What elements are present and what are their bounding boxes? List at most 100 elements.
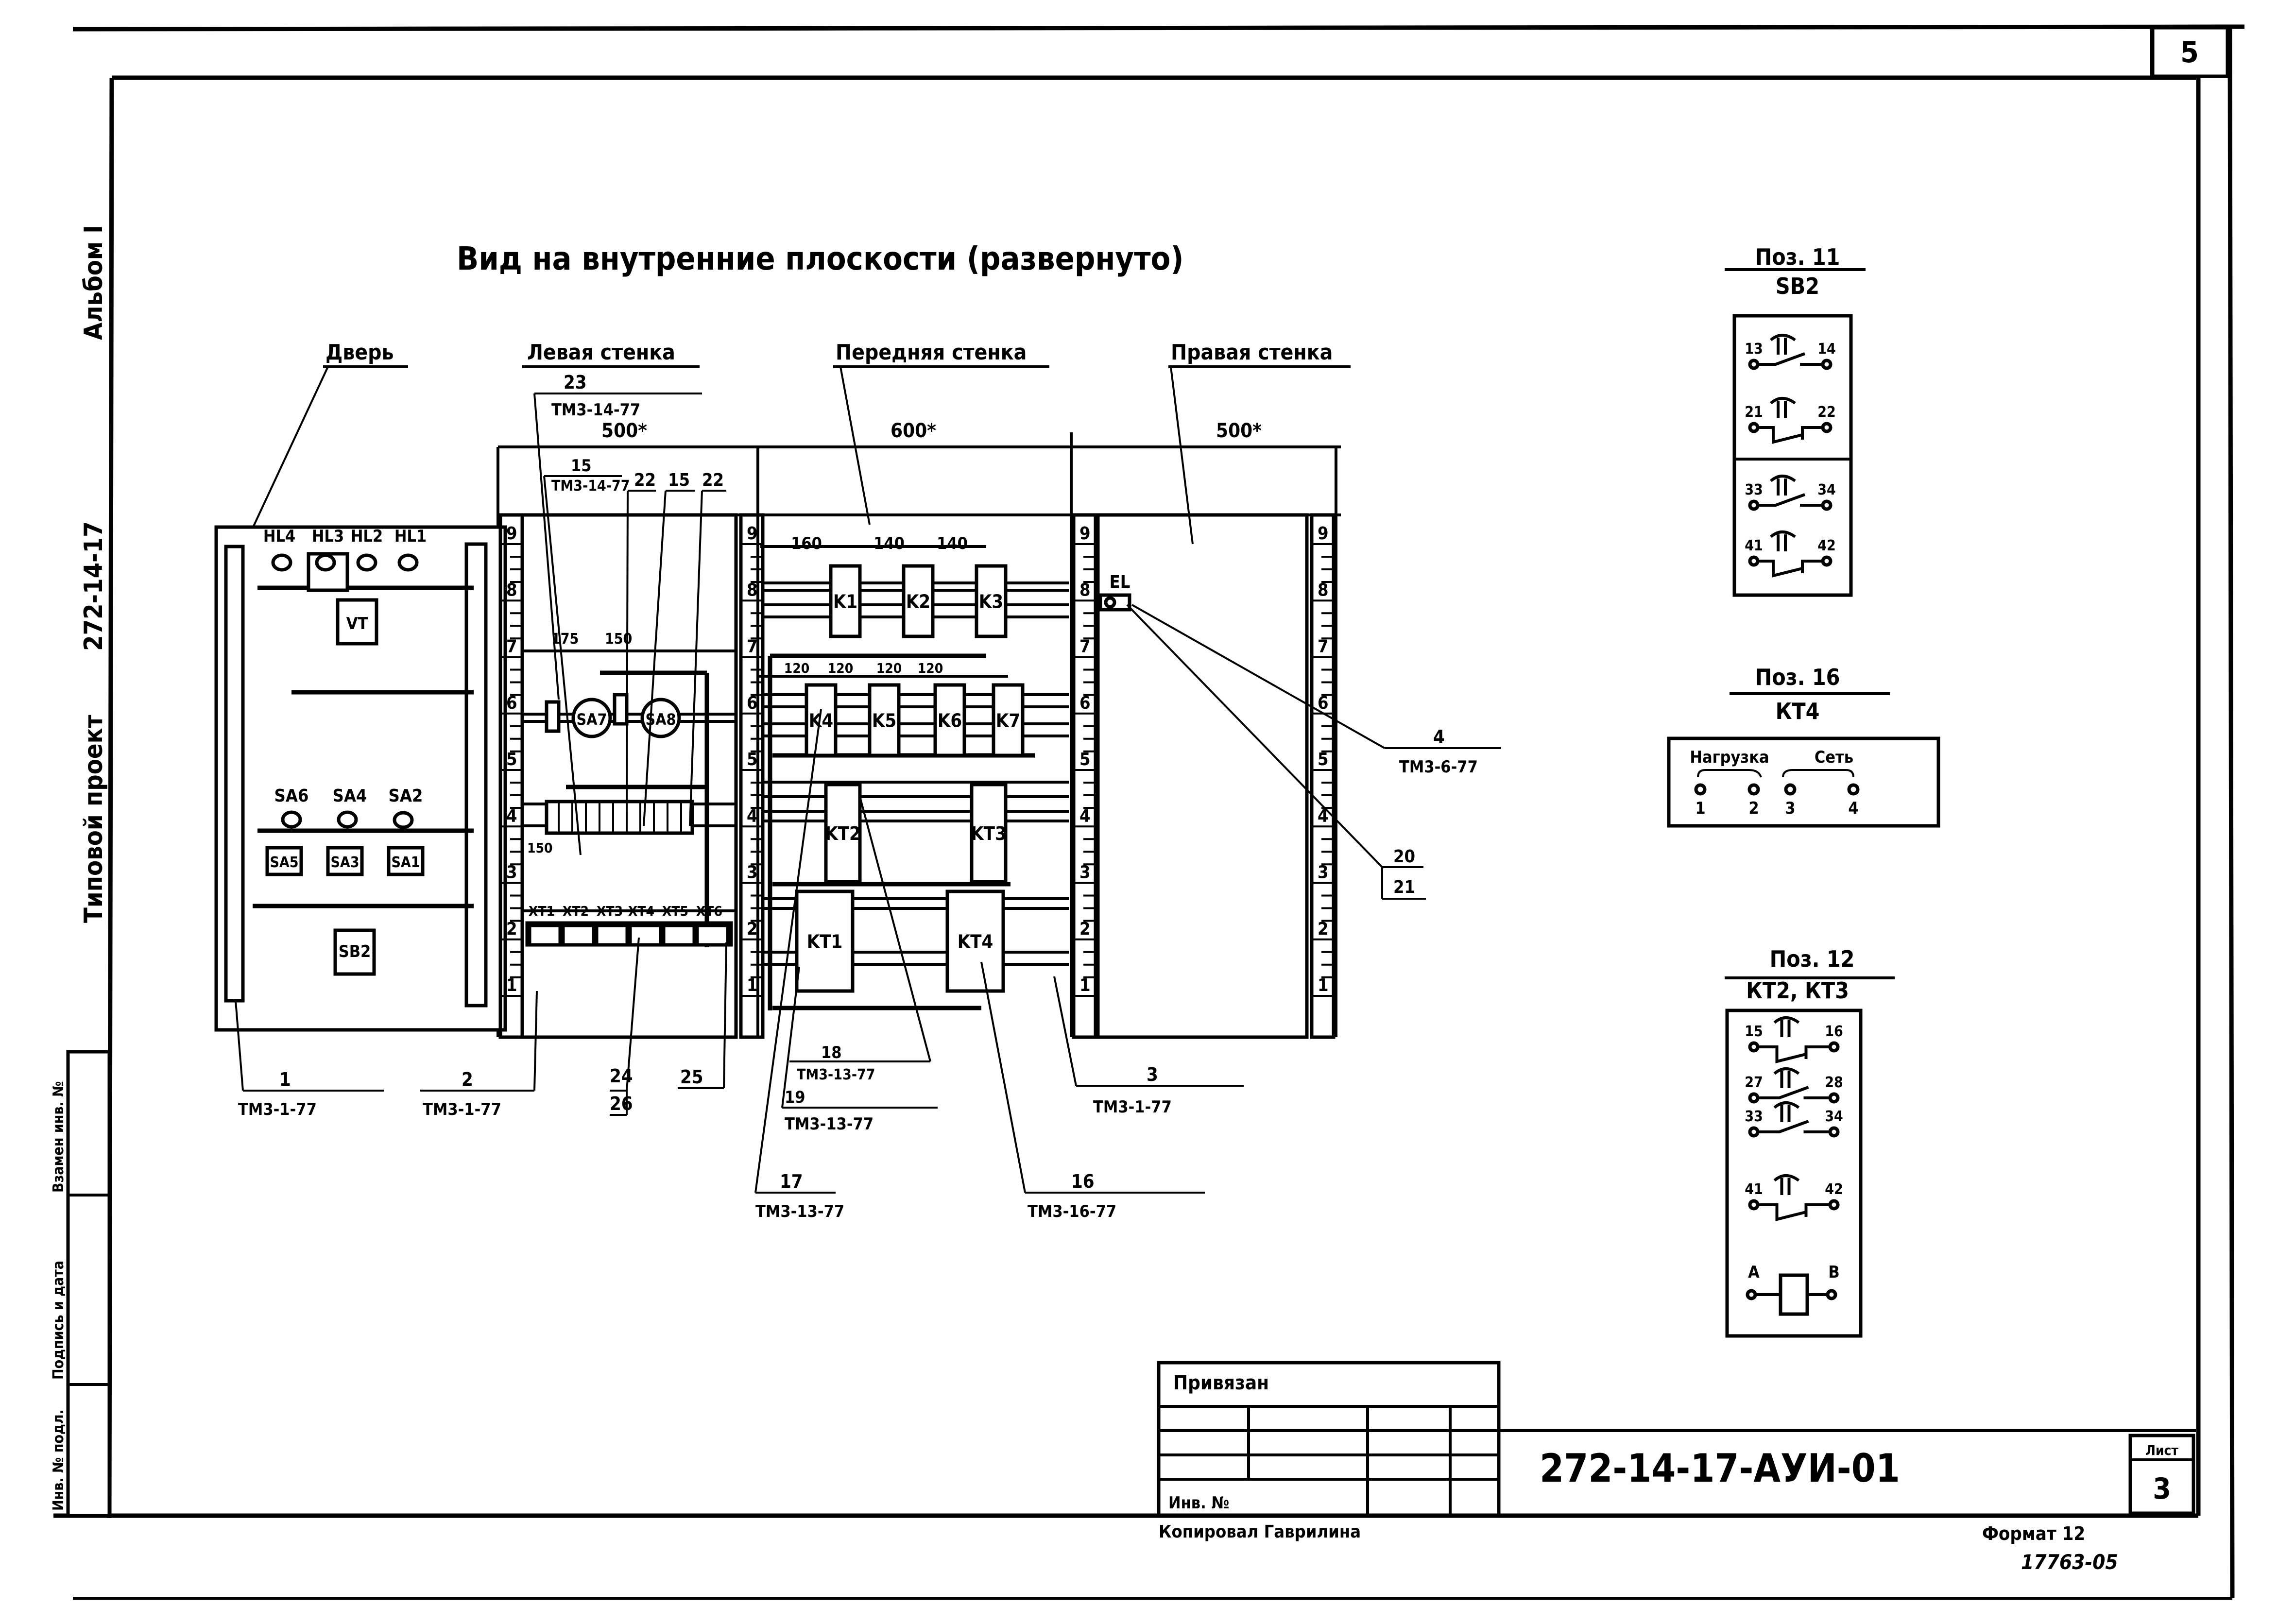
relay-label: K2 xyxy=(906,591,930,613)
ruler-mark-label: 7 xyxy=(747,637,758,657)
ruler-mark-label: 2 xyxy=(506,919,517,939)
contact-terminal xyxy=(1821,555,1833,567)
kt4-terminal-number: 1 xyxy=(1695,799,1705,818)
ruler-mark-label: 3 xyxy=(1079,863,1091,883)
lamp-label: HL2 xyxy=(351,527,383,546)
contact-terminal xyxy=(1748,1126,1760,1138)
lamp-label: HL4 xyxy=(263,527,295,546)
relay-box xyxy=(829,564,862,638)
button-sb2-label: SB2 xyxy=(339,942,371,961)
callout-ref: ТМ3-13-77 xyxy=(755,1202,844,1221)
detail-kt23-box xyxy=(1725,1009,1863,1338)
timer-label: KT2 xyxy=(825,823,861,844)
callout-pos: 22 xyxy=(702,470,724,490)
contact-normally-open xyxy=(1758,493,1806,507)
callout-labels: 23 ТМ3-14-77 15 ТМ3-14-77 22 15 22 4 ТМ3… xyxy=(238,372,1478,1221)
ruler-mark-label: 8 xyxy=(1079,580,1091,600)
lamp-icon xyxy=(397,553,419,572)
ruler-mark-label: 5 xyxy=(747,750,758,769)
sheet-frame xyxy=(53,24,2245,1600)
callout-pos: 2 xyxy=(462,1069,473,1090)
ruler-strip xyxy=(1310,513,1336,1039)
left-stamp xyxy=(66,1050,111,1518)
kt4-terminal xyxy=(1694,783,1707,796)
terminal-label: XT4 xyxy=(628,903,654,919)
contact-terminal xyxy=(1828,1199,1840,1211)
terminal-cell xyxy=(528,923,562,947)
ruler-mark-label: 6 xyxy=(1079,693,1091,713)
ruler-mark-label: 4 xyxy=(1318,806,1329,826)
contact-number: 42 xyxy=(1825,1181,1843,1198)
dim-k-row2: 120 xyxy=(918,660,943,676)
switch-label: SA4 xyxy=(333,786,367,806)
dim-left-wall: 500* xyxy=(601,420,647,442)
ruler-mark-label: 3 xyxy=(506,863,517,883)
contact-number: 34 xyxy=(1817,481,1836,498)
relay-label: K3 xyxy=(979,591,1003,613)
kt4-terminal-number: 2 xyxy=(1748,799,1759,818)
contact-number: 27 xyxy=(1745,1074,1763,1091)
dim-k-row2: 120 xyxy=(784,660,810,676)
detail-sb2-title: Поз. 11 xyxy=(1755,244,1840,270)
ruler-mark-label: 4 xyxy=(506,806,517,826)
dim-terminal-offset: 150 xyxy=(527,840,553,856)
voltmeter-box xyxy=(336,598,378,646)
ruler-mark-label: 9 xyxy=(1079,524,1091,544)
right-wall-panel xyxy=(1096,513,1309,1039)
relay-label: K6 xyxy=(938,710,962,732)
ruler-mark-label: 1 xyxy=(747,975,758,995)
callout-pos: 22 xyxy=(634,470,656,490)
dim-sa-offset: 175 xyxy=(551,631,579,648)
relay-box xyxy=(902,564,935,638)
contact-terminal xyxy=(1828,1092,1840,1104)
ruler-mark-label: 2 xyxy=(747,919,758,939)
switch-label: SA1 xyxy=(391,854,420,871)
album-label: Альбом I xyxy=(79,225,108,340)
contact-number: 42 xyxy=(1817,537,1836,554)
relay-box xyxy=(805,683,838,757)
callout-ref: ТМ3-1-77 xyxy=(1093,1097,1172,1117)
coil-symbol xyxy=(1746,1273,1837,1316)
callout-pos: 15 xyxy=(668,470,690,490)
lamp-icon xyxy=(315,553,336,572)
section-door: Дверь xyxy=(325,340,394,365)
title-block xyxy=(1157,1361,2196,1518)
leader-lines xyxy=(235,393,1501,1194)
callout-ref: 21 xyxy=(1393,877,1415,897)
stamp-inv-label: Инв. № подл. xyxy=(50,1409,67,1511)
contact-terminal xyxy=(1821,422,1833,433)
terminal-cell xyxy=(595,923,629,947)
ruler-mark-label: 6 xyxy=(506,693,517,713)
callout-pos: 3 xyxy=(1147,1064,1158,1085)
contact-number: 41 xyxy=(1745,1181,1763,1198)
door-switches-square: SA5 SA3 SA1 xyxy=(265,846,425,876)
ruler-mark-label: 8 xyxy=(747,580,758,600)
timer-label: KT3 xyxy=(971,823,1007,844)
ruler-mark-label: 7 xyxy=(1079,637,1091,657)
ruler-mark-label: 2 xyxy=(1318,919,1329,939)
detail-kt4-subtitle: КТ4 xyxy=(1776,698,1820,724)
dim-k-row2: 120 xyxy=(876,660,902,676)
lamp-icon xyxy=(271,553,292,572)
terminal-label: XT5 xyxy=(662,903,688,919)
dim-k-row1: 140 xyxy=(874,534,905,553)
relay-box xyxy=(933,683,966,757)
relay-label: K5 xyxy=(872,710,896,732)
pushbutton-actuator xyxy=(1773,1101,1800,1122)
callout-ref: ТМ3-13-77 xyxy=(797,1066,875,1083)
contact-terminal xyxy=(1828,1126,1840,1138)
stamp-replace-label: Взамен инв. № xyxy=(50,1081,67,1193)
ruler-mark-label: 5 xyxy=(1079,750,1091,769)
ruler-mark-label: 3 xyxy=(1318,863,1329,883)
callout-ref: ТМ3-1-77 xyxy=(423,1100,501,1119)
voltmeter-label: VT xyxy=(346,614,368,633)
kt4-terminal xyxy=(1847,783,1860,796)
timer-label: KT4 xyxy=(958,931,993,953)
ruler-mark-label: 9 xyxy=(747,524,758,544)
timer-label: KT1 xyxy=(807,931,843,953)
door-lamps: HL4 HL3 HL2 HL1 xyxy=(263,527,427,572)
contact-terminal xyxy=(1748,1199,1760,1211)
